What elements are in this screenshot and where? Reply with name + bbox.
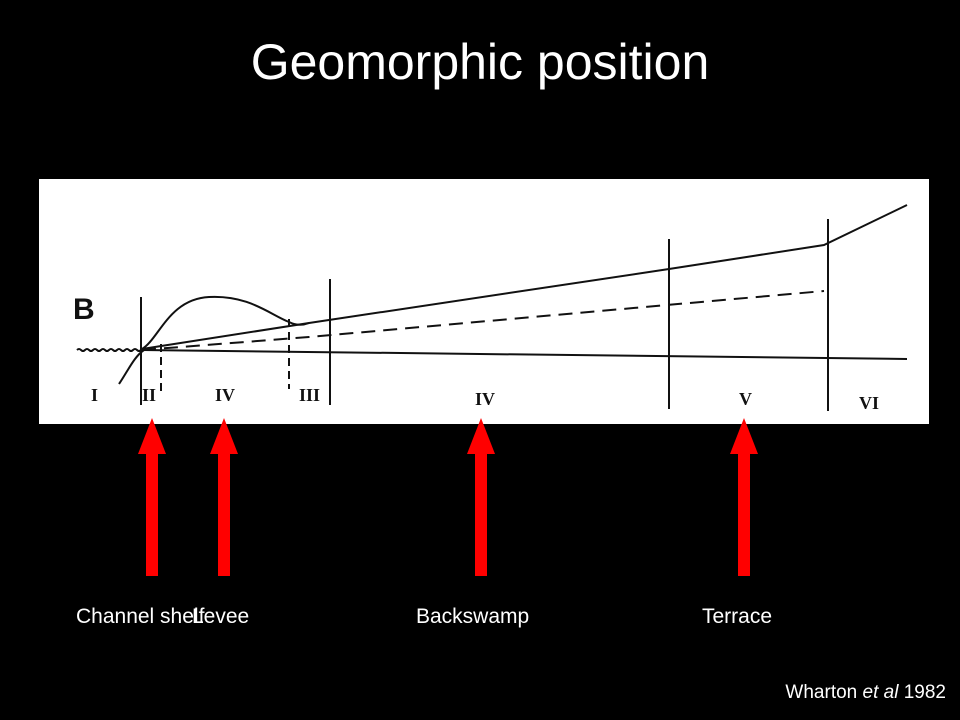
arrow-terrace — [730, 418, 758, 576]
arrow-backswamp — [467, 418, 495, 576]
water-surface — [76, 348, 146, 352]
zone-label-4: III — [299, 385, 320, 405]
label-levee: Levee — [192, 605, 250, 628]
citation-author: Wharton — [785, 682, 858, 703]
citation-etal: et al — [862, 682, 899, 703]
baseline — [141, 349, 908, 360]
arrow-levee — [210, 418, 238, 576]
label-channel-shelf: Channel shelf — [76, 605, 205, 628]
zone-label-7: VI — [859, 393, 879, 413]
dashed-surface — [141, 290, 825, 351]
label-backswamp: Backswamp — [416, 605, 530, 628]
arrow-channel-shelf — [138, 418, 166, 576]
citation-year: 1982 — [903, 682, 946, 703]
label-terrace: Terrace — [702, 605, 773, 628]
zone-label-3: IV — [215, 385, 235, 405]
panel-letter: B — [73, 293, 95, 326]
geomorphic-profile-figure: B I II IV III IV V VI — [39, 179, 929, 424]
zone-label-5: IV — [475, 389, 495, 409]
profile-diagram: B I II IV III IV V VI — [73, 204, 908, 413]
zone-label-1: I — [91, 385, 98, 405]
slide-title: Geomorphic position — [250, 34, 710, 90]
zone-label-6: V — [739, 389, 752, 409]
citation: Wharton et al 1982 — [785, 680, 946, 706]
zone-label-2: II — [142, 385, 156, 405]
